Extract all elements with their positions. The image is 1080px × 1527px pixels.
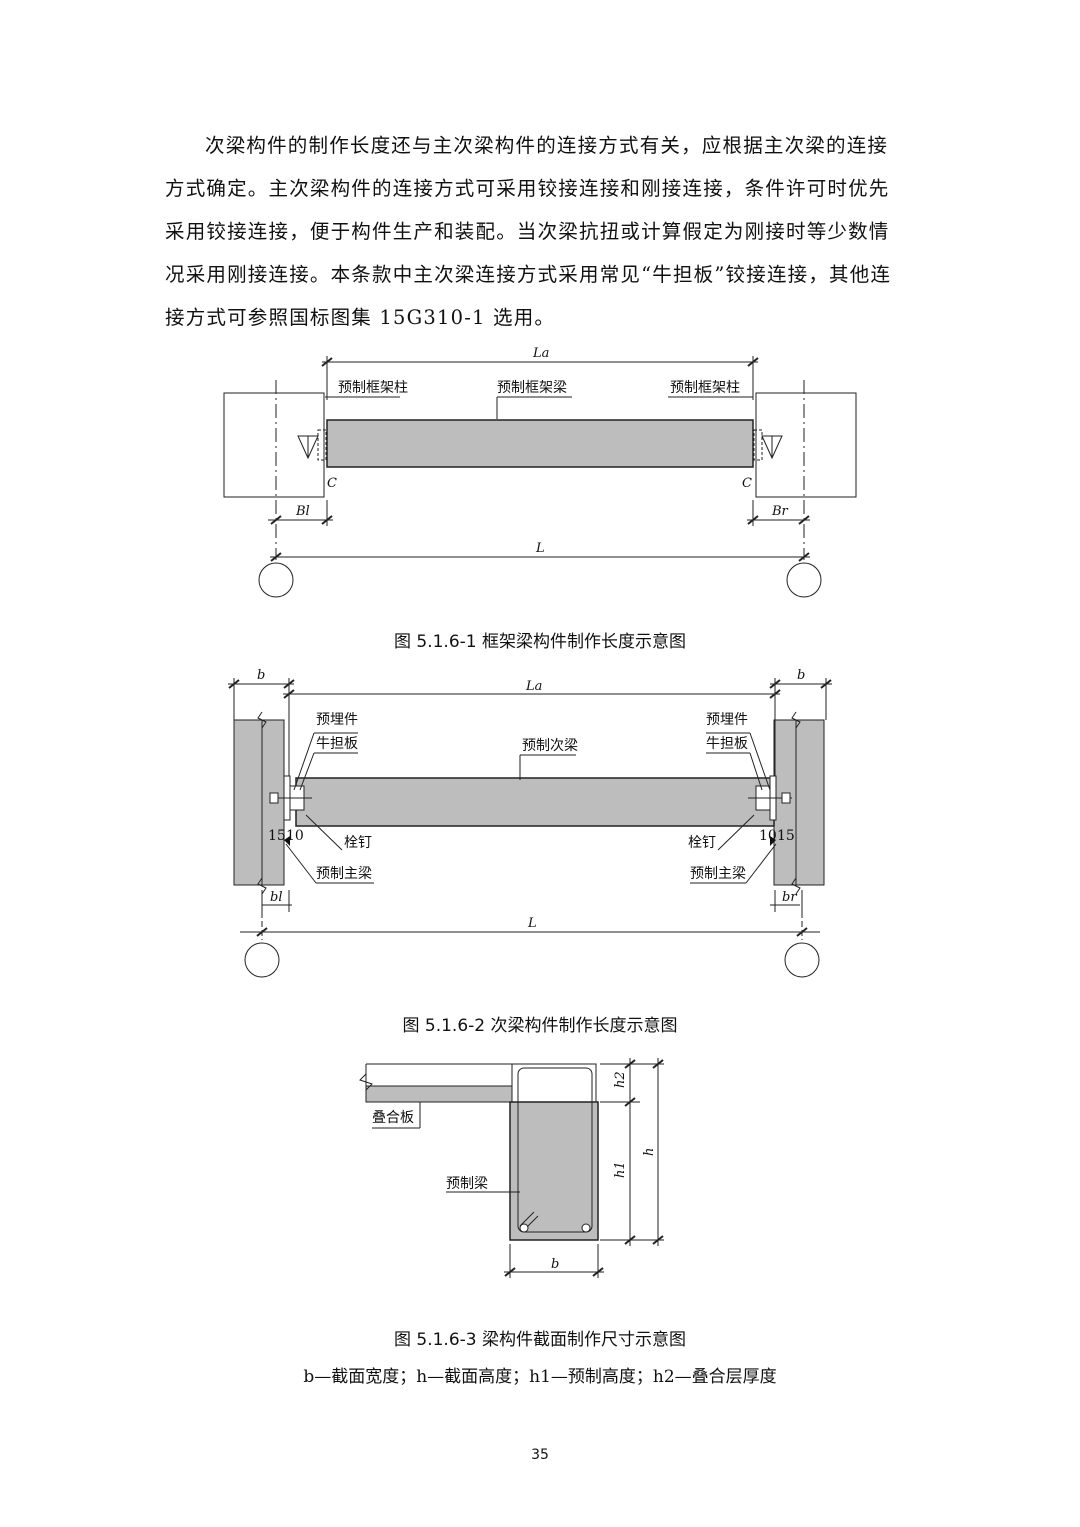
dim-h-label: h <box>642 1148 657 1156</box>
dim-l-label: L <box>535 541 545 556</box>
dim-bl-label: bl <box>270 890 282 905</box>
dim-15-left: 15 <box>268 828 286 844</box>
precast-secondary-beam <box>295 777 775 827</box>
paragraph-line: 况采用刚接连接。本条款中主次梁连接方式采用常见“牛担板”铰接连接，其他连 <box>165 263 892 286</box>
precast-frame-beam <box>326 419 754 468</box>
figure-secondary-beam-diagram: b b La 预埋件 牛担板 预制次梁 预埋件 牛担板 15 10 10 15 … <box>228 668 832 978</box>
dim-10-left: 10 <box>286 828 304 844</box>
dim-l-label: L <box>527 916 537 931</box>
figure2-caption: 图 5.1.6-2 次梁构件制作长度示意图 <box>402 1016 678 1036</box>
paragraph-line: 接方式可参照国标图集 15G310-1 选用。 <box>165 306 556 329</box>
figure-frame-beam-diagram: La 预制框架柱 预制框架梁 预制框架柱 C C Bl Br L <box>223 346 857 598</box>
precast-beam-section <box>509 1101 599 1241</box>
label-precast-frame-beam: 预制框架梁 <box>497 380 567 396</box>
dim-br-label: br <box>782 890 797 905</box>
dim-15-right: 15 <box>777 828 795 844</box>
figure1-caption: 图 5.1.6-1 框架梁构件制作长度示意图 <box>393 632 686 652</box>
dim-br-label: Br <box>771 504 789 519</box>
label-embed-left: 预埋件 <box>316 712 358 728</box>
rebar-icon <box>581 1223 591 1233</box>
dim-10-right: 10 <box>759 828 777 844</box>
dim-h1-label: h1 <box>613 1161 628 1178</box>
paragraph-line: 方式确定。主次梁构件的连接方式可采用铰接连接和刚接连接，条件许可时优先 <box>165 177 890 200</box>
dim-la-label: La <box>525 679 542 694</box>
label-main-beam-right: 预制主梁 <box>690 866 746 882</box>
label-precast-column-left: 预制框架柱 <box>338 380 408 396</box>
label-secondary-beam: 预制次梁 <box>522 738 578 754</box>
page-number: 35 <box>531 1447 549 1463</box>
gap-c-right-label: C <box>742 476 752 491</box>
dim-bl-label: Bl <box>295 504 310 519</box>
dim-b-label: b <box>551 1257 559 1272</box>
paragraph-line: 采用铰接连接，便于构件生产和装配。当次梁抗扭或计算假定为刚接时等少数情 <box>165 220 890 243</box>
weld-dot-icon <box>284 836 290 846</box>
body-paragraph: 次梁构件的制作长度还与主次梁构件的连接方式有关，应根据主次梁的连接 方式确定。主… <box>165 124 917 339</box>
label-precast-beam: 预制梁 <box>446 1176 488 1192</box>
weld-dot-icon <box>770 836 776 846</box>
label-niudan-right: 牛担板 <box>706 736 748 752</box>
label-embed-right: 预埋件 <box>706 712 748 728</box>
figure3-caption: 图 5.1.6-3 梁构件截面制作尺寸示意图 <box>393 1330 686 1350</box>
dim-b-right-label: b <box>797 668 805 683</box>
dim-b-left-label: b <box>257 668 265 683</box>
figure3-legend: b—截面宽度；h—截面高度；h1—预制高度；h2—叠合层厚度 <box>303 1367 777 1387</box>
label-stud-left: 栓钉 <box>344 835 372 851</box>
label-composite-slab: 叠合板 <box>372 1110 414 1126</box>
dim-h2-label: h2 <box>613 1071 628 1088</box>
label-precast-column-right: 预制框架柱 <box>670 380 740 396</box>
paragraph-line: 次梁构件的制作长度还与主次梁构件的连接方式有关，应根据主次梁的连接 <box>205 134 889 157</box>
label-stud-right: 栓钉 <box>688 835 716 851</box>
label-main-beam-left: 预制主梁 <box>316 866 372 882</box>
gap-c-left-label: C <box>327 476 337 491</box>
rebar-icon <box>519 1223 529 1233</box>
weld-symbol-icon <box>297 429 783 461</box>
label-niudan-left: 牛担板 <box>316 736 358 752</box>
figure-beam-section-diagram: 叠合板 预制梁 h2 h1 h b <box>359 1058 664 1278</box>
dim-la-label: La <box>532 346 549 361</box>
